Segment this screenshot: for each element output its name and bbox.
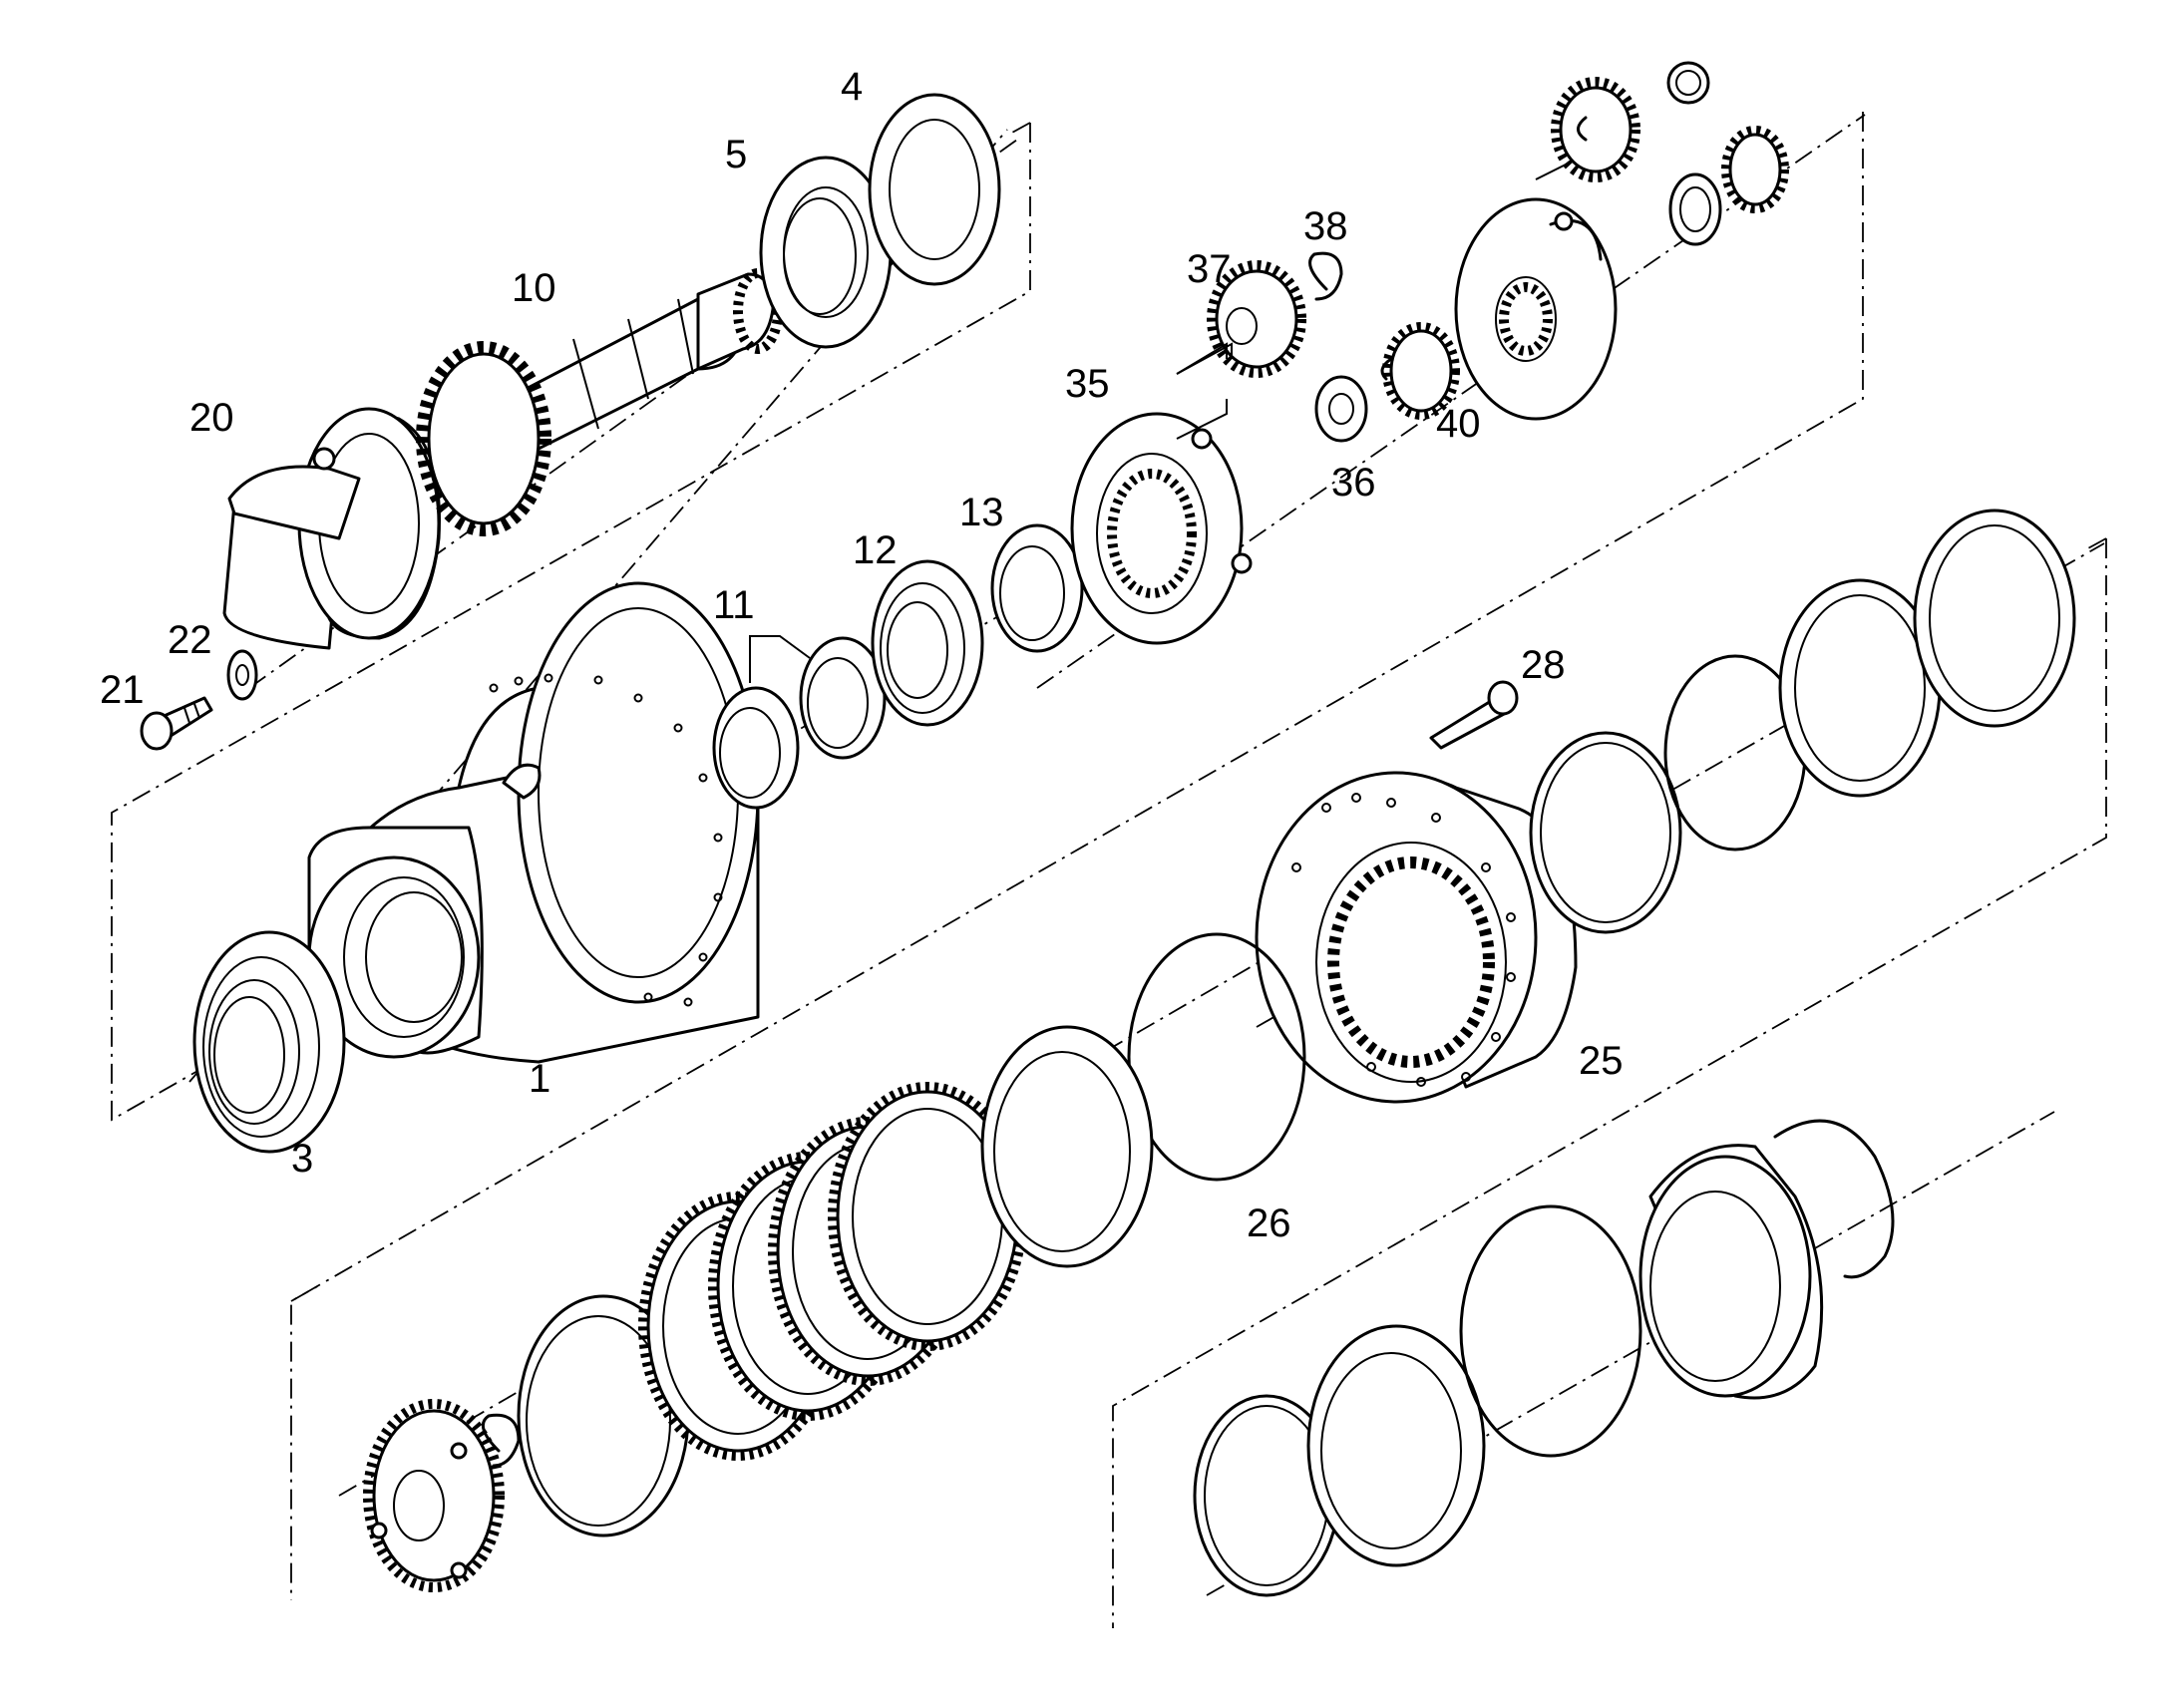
- snap-ring-part-38: [1308, 251, 1343, 301]
- label-part-38: 38: [1303, 204, 1348, 248]
- washer-part-22: [226, 649, 258, 701]
- bolt-part-28: [1429, 680, 1519, 750]
- hub-cover-lower: [1638, 1144, 1824, 1400]
- label-part-25: 25: [1579, 1039, 1624, 1083]
- snap-ring-lower: [481, 1413, 521, 1468]
- label-part-4: 4: [841, 65, 863, 109]
- label-part-1: 1: [529, 1057, 550, 1101]
- label-part-10: 10: [512, 266, 556, 310]
- o-ring-part-26: [1127, 932, 1306, 1182]
- label-part-12: 12: [853, 528, 898, 572]
- label-part-40: 40: [1436, 402, 1481, 446]
- washer-upper: [1668, 172, 1722, 246]
- planet-carrier-part-35: [1070, 412, 1253, 645]
- label-part-3: 3: [291, 1137, 313, 1181]
- o-ring-lower: [1459, 1204, 1642, 1458]
- label-part-37: 37: [1187, 247, 1232, 291]
- planet-gear-upper: [1551, 77, 1640, 182]
- splined-shaft-part-10: [416, 268, 783, 536]
- ring-gear-housing-part-25: [1255, 771, 1578, 1104]
- label-part-22: 22: [168, 618, 212, 662]
- ring-right-b: [1913, 509, 2076, 728]
- label-leader-lines: [1176, 342, 1233, 375]
- label-part-13: 13: [959, 491, 1004, 534]
- label-part-36: 36: [1331, 461, 1376, 505]
- label-part-20: 20: [189, 396, 234, 440]
- gear-lower: [363, 1399, 505, 1592]
- part-number-labels: 1 3 4 5 10 11 12 13 20 21 22 25 26 28 35…: [100, 65, 1624, 1245]
- label-part-28: 28: [1521, 643, 1566, 687]
- pressure-ring-lower: [980, 1025, 1154, 1268]
- friction-disc-pack: [638, 1082, 1027, 1461]
- seal-ring-part-4: [868, 93, 1001, 286]
- label-part-5: 5: [725, 133, 747, 176]
- bearing-part-12: [871, 559, 984, 727]
- label-part-26: 26: [1247, 1201, 1291, 1245]
- planet-carrier-upper: [1454, 148, 1618, 421]
- label-part-21: 21: [100, 668, 145, 712]
- piston-lower: [1306, 1324, 1486, 1567]
- screw-part-21: [140, 696, 213, 751]
- wire-ring-lower: [1773, 1119, 1895, 1279]
- thrust-washer-part-36: [1314, 375, 1368, 443]
- bearing-part-3: [192, 930, 346, 1154]
- planet-gear-part-37: [1176, 260, 1306, 440]
- sun-gear-part-40: [1380, 322, 1460, 420]
- spacer-rings-part-11: [712, 635, 887, 810]
- ring-part-13: [990, 523, 1084, 653]
- snap-ring-upper: [1666, 61, 1710, 105]
- label-part-35: 35: [1065, 362, 1110, 406]
- hub-housing-part-1: [307, 581, 760, 1064]
- housing-cap-part-20: [222, 407, 441, 650]
- sun-gear-upper: [1721, 126, 1789, 213]
- label-part-11: 11: [713, 583, 755, 627]
- snap-ring-right: [1529, 731, 1682, 934]
